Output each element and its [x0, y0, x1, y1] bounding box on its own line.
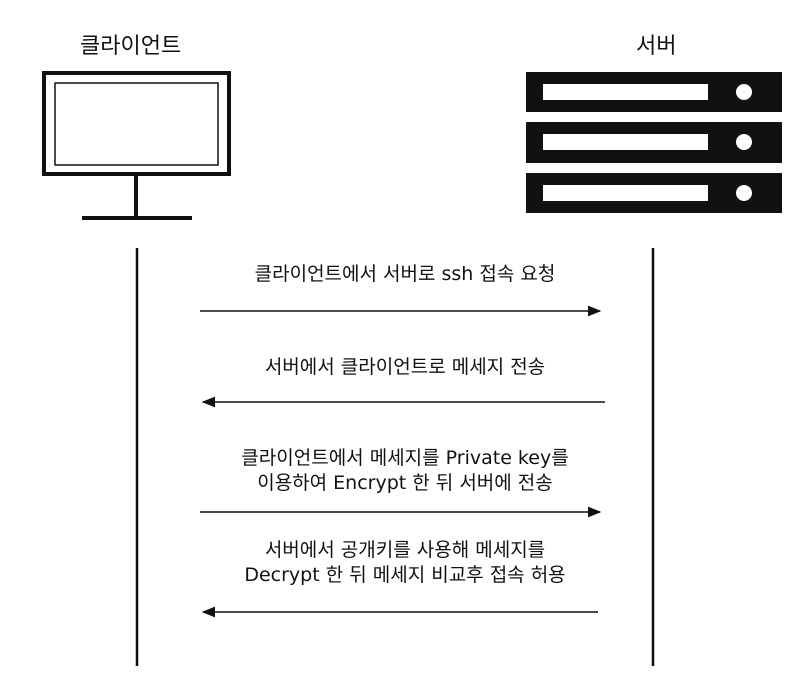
client-label: 클라이언트	[80, 34, 182, 59]
server-slot	[543, 185, 708, 201]
server-slot	[543, 134, 708, 150]
message-label: 클라이언트에서 메세지를 Private key를 이용하여 Encrypt 한…	[150, 446, 660, 496]
message-line: 클라이언트에서 서버로 ssh 접속 요청	[254, 263, 556, 285]
message-line: 서버에서 공개키를 사용해 메세지를	[264, 539, 546, 561]
server-rack-icon	[526, 72, 782, 213]
message-label: 서버에서 클라이언트로 메세지 전송	[150, 355, 660, 380]
message-line: 클라이언트에서 메세지를 Private key를	[241, 447, 569, 469]
message-line: 서버에서 클라이언트로 메세지 전송	[264, 356, 546, 378]
server-led	[736, 134, 752, 150]
server-unit	[526, 122, 782, 163]
server-led	[736, 84, 752, 100]
server-unit	[526, 72, 782, 112]
message-line: 이용하여 Encrypt 한 뒤 서버에 전송	[257, 472, 553, 494]
monitor-screen	[54, 82, 219, 166]
server-label: 서버	[636, 34, 677, 59]
server-unit	[526, 173, 782, 213]
server-slot	[543, 84, 708, 100]
message-label: 서버에서 공개키를 사용해 메세지를 Decrypt 한 뒤 메세지 비교후 접…	[150, 538, 660, 588]
server-led	[736, 185, 752, 201]
message-label: 클라이언트에서 서버로 ssh 접속 요청	[150, 262, 660, 287]
monitor-icon	[42, 71, 231, 220]
message-line: Decrypt 한 뒤 메세지 비교후 접속 허용	[244, 564, 566, 586]
